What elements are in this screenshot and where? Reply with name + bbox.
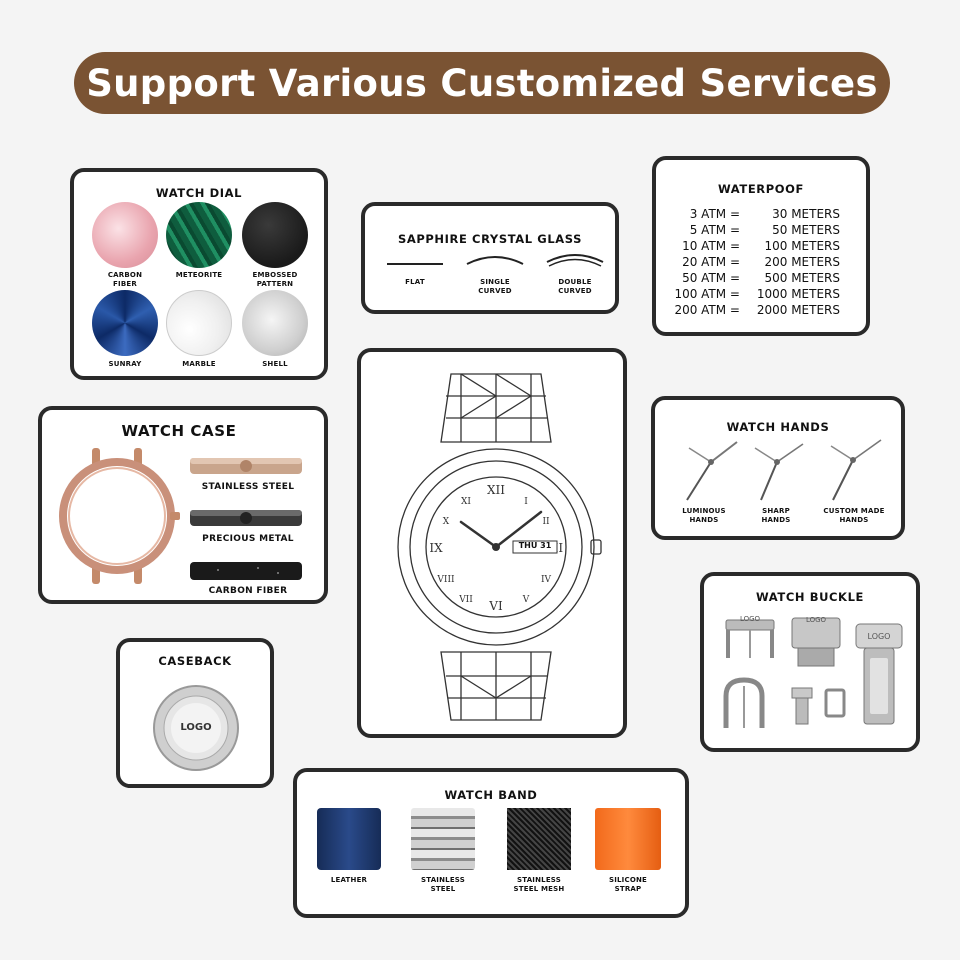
watch-band-title: WATCH BAND	[444, 788, 538, 802]
dial-marble	[166, 290, 232, 356]
hands-label-sharp: SHARP HANDS	[761, 507, 791, 524]
title-banner: Support Various Customized Services	[74, 52, 890, 114]
watch-buckle-title: WATCH BUCKLE	[756, 590, 864, 604]
svg-text:VI: VI	[488, 599, 503, 613]
steel-band-swatch	[411, 808, 475, 870]
watch-band-panel: WATCH BAND LEATHER STAINLESS STEEL STAIN…	[293, 768, 689, 918]
caseback-panel: CASEBACK LOGO	[116, 638, 274, 788]
dial-label-carbon-fiber: CARBON FIBER	[107, 271, 143, 288]
pin-buckle-icon	[725, 619, 775, 658]
hands-label-custom: CUSTOM MADE HANDS	[823, 507, 885, 524]
svg-text:I: I	[524, 497, 528, 507]
precious-metal-case-icon	[190, 510, 302, 526]
svg-text:XII: XII	[487, 483, 505, 497]
svg-text:X: X	[443, 517, 450, 527]
carbon-fiber-case-icon	[190, 562, 302, 580]
watch-dial-panel: WATCH DIAL CARBON FIBER METEORITE EMBOSS…	[70, 168, 328, 380]
buckle-logo-1: LOGO	[739, 615, 761, 623]
crystal-label-single: SINGLE CURVED	[478, 278, 512, 295]
wp-row-4: 50 ATM =500 METERS	[682, 271, 840, 285]
wp-row-3: 20 ATM =200 METERS	[682, 255, 840, 269]
clasp-part-2-icon	[824, 688, 846, 718]
waterproof-title: WATERPOOF	[718, 182, 804, 196]
leather-band-swatch	[317, 808, 381, 870]
dial-label-shell: SHELL	[262, 360, 288, 368]
caseback-logo: LOGO	[180, 722, 212, 733]
hands-label-luminous: LUMINOUS HANDS	[682, 507, 726, 524]
case-label-precious: PRECIOUS METAL	[202, 534, 294, 544]
tang-buckle-icon	[723, 677, 765, 728]
watch-buckle-panel: WATCH BUCKLE LOGO LOGO LOGO	[700, 572, 920, 752]
wp-row-2: 10 ATM =100 METERS	[682, 239, 840, 253]
band-label-leather: LEATHER	[330, 876, 368, 884]
crystal-panel: SAPPHIRE CRYSTAL GLASS FLAT SINGLE CURVE…	[361, 202, 619, 314]
watch-hands-title: WATCH HANDS	[726, 420, 830, 434]
custom-hands-icon	[830, 439, 882, 501]
svg-text:IV: IV	[541, 575, 552, 585]
svg-text:XI: XI	[461, 497, 471, 507]
wp-row-6: 200 ATM =2000 METERS	[674, 303, 840, 317]
double-curved-glass-icon	[546, 254, 604, 267]
wp-row-0: 3 ATM =30 METERS	[689, 207, 840, 221]
clasp-part-1-icon	[791, 687, 813, 725]
case-label-stainless: STAINLESS STEEL	[201, 482, 295, 492]
band-label-steel: STAINLESS STEEL	[421, 876, 465, 893]
stainless-case-icon	[190, 458, 302, 474]
band-label-mesh: STAINLESS STEEL MESH	[513, 876, 565, 893]
silicone-band-swatch	[595, 808, 661, 870]
crystal-title: SAPPHIRE CRYSTAL GLASS	[397, 232, 583, 246]
mesh-band-swatch	[507, 808, 571, 870]
case-label-carbon: CARBON FIBER	[208, 586, 288, 596]
dial-label-marble: MARBLE	[182, 360, 216, 368]
crystal-label-double: DOUBLE CURVED	[558, 278, 592, 295]
flat-glass-icon	[387, 263, 443, 265]
svg-text:V: V	[522, 595, 530, 605]
svg-text:VIII: VIII	[436, 575, 455, 585]
single-curved-glass-icon	[466, 256, 524, 265]
wp-row-5: 100 ATM =1000 METERS	[674, 287, 840, 301]
watch-dial-title: WATCH DIAL	[155, 186, 243, 200]
svg-text:IX: IX	[429, 541, 443, 555]
svg-text:II: II	[542, 517, 550, 527]
page-title: Support Various Customized Services	[86, 61, 878, 105]
buckle-logo-2: LOGO	[805, 616, 827, 624]
caseback-icon	[153, 685, 239, 771]
rose-gold-case-icon	[59, 448, 180, 584]
dial-shell	[242, 290, 308, 356]
watch-case-panel: WATCH CASE STAINLESS STEEL PRECIOUS META…	[38, 406, 328, 604]
dial-label-embossed: EMBOSSED PATTERN	[252, 271, 298, 288]
sharp-hands-icon	[754, 443, 804, 501]
band-label-silicone: SILICONE STRAP	[608, 876, 648, 893]
dial-carbon-fiber	[92, 202, 158, 268]
day-date-window: THU 31	[518, 541, 552, 550]
waterproof-panel: WATERPOOF 3 ATM =30 METERS 5 ATM =50 MET…	[652, 156, 870, 336]
luminous-hands-icon	[686, 441, 738, 501]
svg-text:VII: VII	[458, 595, 473, 605]
caseback-title: CASEBACK	[158, 654, 232, 668]
buckle-logo-3: LOGO	[867, 632, 891, 641]
dial-embossed-pattern	[242, 202, 308, 268]
watch-case-title: WATCH CASE	[121, 422, 237, 440]
dial-label-meteorite: METEORITE	[175, 271, 223, 279]
butterfly-buckle-icon	[791, 617, 841, 667]
deployment-buckle-icon	[855, 623, 903, 725]
wp-row-1: 5 ATM =50 METERS	[689, 223, 840, 237]
dial-label-sunray: SUNRAY	[108, 360, 142, 368]
watch-hands-panel: WATCH HANDS LUMINOUS HANDS SHARP HANDS C…	[651, 396, 905, 540]
dial-meteorite	[166, 202, 232, 268]
dial-sunray	[92, 290, 158, 356]
crystal-label-flat: FLAT	[405, 278, 425, 286]
